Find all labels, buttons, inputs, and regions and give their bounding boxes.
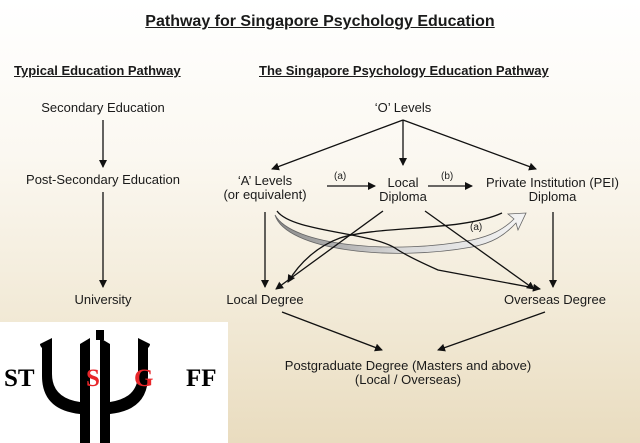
node-o-levels: ‘O’ Levels	[374, 100, 432, 115]
postgrad-line1: Postgraduate Degree (Masters and above)	[284, 358, 532, 373]
node-a-levels: ‘A’ Levels (or equivalent)	[210, 173, 320, 203]
pei-line2: Diploma	[528, 189, 577, 205]
arrow-local-diploma-to-overseas-degree	[424, 210, 535, 290]
local-diploma-line1: Local	[387, 175, 419, 190]
local-diploma-line2: Diploma	[379, 189, 427, 205]
page-title: Pathway for Singapore Psychology Educati…	[145, 13, 495, 30]
a-levels-line1: ‘A’ Levels	[237, 173, 293, 188]
logo-letters-st: ST	[4, 365, 35, 392]
label-a-upper: (a)	[334, 171, 347, 182]
swoosh-arrow	[274, 212, 527, 254]
node-post-secondary-education: Post-Secondary Education	[26, 172, 180, 187]
node-local-degree: Local Degree	[226, 292, 304, 307]
node-local-diploma: Local Diploma	[353, 175, 453, 205]
pei-line1: Private Institution (PEI)	[486, 175, 619, 190]
arrow-pei-to-local-degree	[287, 212, 503, 283]
arrow-local-degree-to-postgrad	[281, 311, 383, 352]
logo-letters-ff: FF	[186, 365, 217, 392]
label-b: (b)	[441, 171, 454, 182]
stsgff-logo: ST S G FF	[0, 322, 228, 443]
postgrad-line2: (Local / Overseas)	[354, 372, 462, 388]
typical-pathway-heading: Typical Education Pathway	[14, 63, 181, 78]
node-postgraduate-degree: Postgraduate Degree (Masters and above) …	[258, 358, 558, 388]
arrow-a-levels-to-overseas-degree	[276, 210, 541, 292]
node-pei-diploma: Private Institution (PEI) Diploma	[465, 175, 640, 205]
arrow-overseas-degree-to-postgrad	[437, 311, 546, 352]
logo-letter-s: S	[86, 365, 100, 392]
node-university: University	[74, 292, 132, 307]
psi-symbol-icon	[40, 330, 150, 443]
label-a-lower: (a)	[470, 222, 483, 233]
a-levels-line2: (or equivalent)	[223, 187, 307, 203]
node-secondary-education: Secondary Education	[41, 100, 165, 115]
arrow-o-levels-to-a-levels	[271, 119, 404, 171]
node-overseas-degree: Overseas Degree	[504, 292, 606, 307]
logo-letter-g: G	[134, 365, 154, 392]
arrow-o-levels-to-pei	[402, 119, 537, 171]
singapore-pathway-heading: The Singapore Psychology Education Pathw…	[259, 63, 549, 78]
